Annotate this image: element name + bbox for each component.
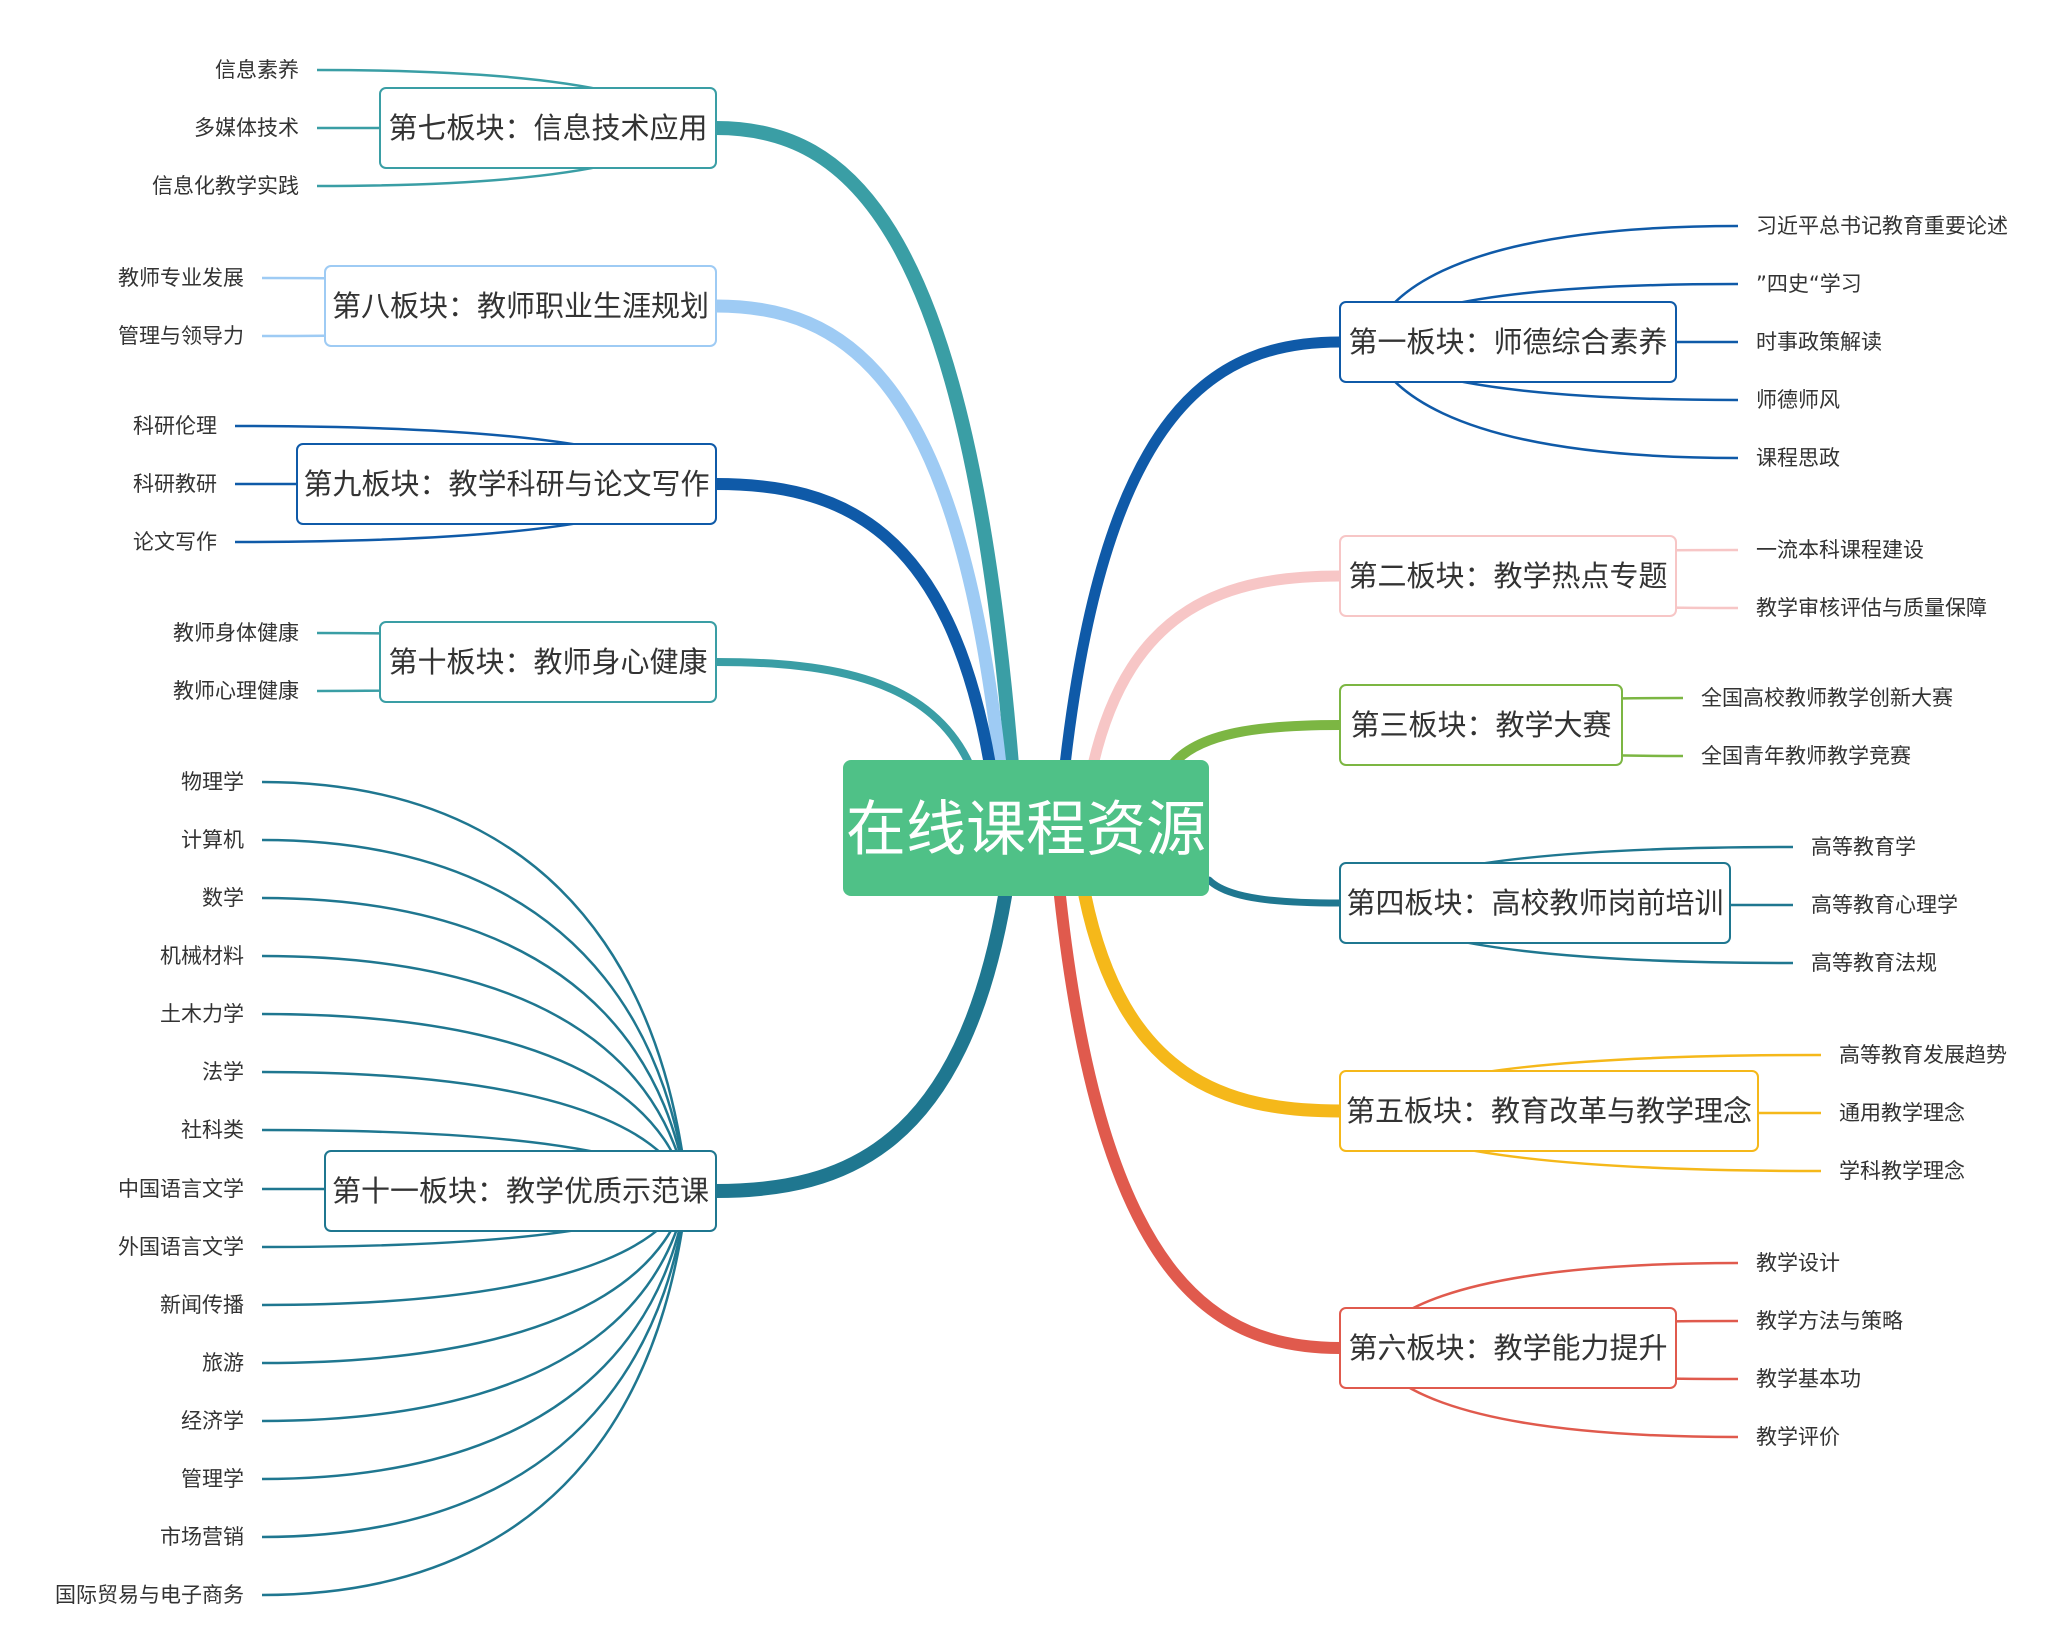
branch-node-b8[interactable]: 第八板块：教师职业生涯规划 (324, 265, 717, 347)
leaf-label[interactable]: 物理学 (181, 770, 244, 794)
leaf-label[interactable]: 科研教研 (133, 472, 217, 496)
branch-box (379, 87, 717, 169)
leaf-label[interactable]: 市场营销 (160, 1525, 244, 1549)
branch-connectors (709, 121, 1347, 1354)
leaf-label[interactable]: 教师心理健康 (173, 679, 299, 703)
leaf-label[interactable]: 一流本科课程建设 (1756, 538, 1924, 562)
leaf-label[interactable]: 教师专业发展 (118, 266, 244, 290)
leaf-label[interactable]: 新闻传播 (160, 1293, 244, 1317)
leaf-label[interactable]: 论文写作 (133, 530, 217, 554)
branch-box (1339, 1070, 1759, 1152)
leaf-label[interactable]: 机械材料 (160, 944, 244, 968)
branch-label: 第七板块：信息技术应用 (388, 111, 707, 145)
branch-label: 第八板块：教师职业生涯规划 (332, 289, 709, 323)
leaf-label[interactable]: 管理与领导力 (118, 324, 244, 348)
leaf-label[interactable]: 经济学 (181, 1409, 244, 1433)
leaf-label[interactable]: 中国语言文学 (118, 1177, 244, 1201)
branch-box (1339, 301, 1677, 383)
leaf-label[interactable]: 课程思政 (1756, 446, 1840, 470)
leaf-label[interactable]: 高等教育发展趋势 (1839, 1043, 2007, 1067)
branch-box (1339, 1307, 1677, 1389)
branch-connector-b3 (1165, 720, 1345, 773)
leaf-label[interactable]: 学科教学理念 (1839, 1159, 1965, 1183)
branch-box (1339, 535, 1677, 617)
branch-connector-b10 (712, 658, 976, 774)
root-node[interactable]: 在线课程资源 (843, 760, 1209, 896)
branch-box (324, 265, 717, 347)
branch-node-b10[interactable]: 第十板块：教师身心健康 (379, 621, 717, 703)
leaf-connector (261, 1189, 692, 1481)
leaf-label[interactable]: 教学评价 (1756, 1425, 1840, 1449)
branch-node-b9[interactable]: 第九板块：教学科研与论文写作 (296, 443, 717, 525)
leaf-label[interactable]: 数学 (202, 886, 244, 910)
branch-box (324, 1150, 717, 1232)
branch-connector-b4 (1205, 876, 1344, 907)
leaf-label[interactable]: 土木力学 (160, 1002, 244, 1026)
leaf-label[interactable]: 社科类 (181, 1118, 244, 1142)
leaf-label[interactable]: 高等教育心理学 (1811, 893, 1958, 917)
leaf-label[interactable]: 国际贸易与电子商务 (55, 1583, 244, 1607)
branch-label: 第六板块：教学能力提升 (1348, 1331, 1667, 1365)
leaf-connector (261, 896, 692, 1193)
leaf-nodes: 习近平总书记教育重要论述 ”四史“学习时事政策解读师德师风课程思政一流本科课程建设… (55, 58, 2008, 1607)
leaf-label[interactable]: 全国青年教师教学竞赛 (1701, 744, 1911, 768)
leaf-label[interactable]: 高等教育学 (1811, 835, 1916, 859)
branch-label: 第四板块：高校教师岗前培训 (1346, 886, 1723, 920)
leaf-label[interactable]: 高等教育法规 (1811, 951, 1937, 975)
leaf-label[interactable]: 教学设计 (1756, 1251, 1840, 1275)
branch-node-b3[interactable]: 第三板块：教学大赛 (1339, 684, 1623, 766)
branch-box (379, 621, 717, 703)
leaf-connector (261, 1189, 692, 1539)
leaf-label[interactable]: 全国高校教师教学创新大赛 (1701, 686, 1953, 710)
branch-box (296, 443, 717, 525)
leaf-label[interactable]: 外国语言文学 (118, 1235, 244, 1259)
leaf-label[interactable]: 教师身体健康 (173, 621, 299, 645)
leaf-label[interactable]: 信息化教学实践 (152, 174, 299, 198)
leaf-label[interactable]: 管理学 (181, 1467, 244, 1491)
leaf-label[interactable]: 教学基本功 (1756, 1367, 1861, 1391)
branch-connector-b8 (709, 299, 1007, 772)
leaf-label[interactable]: 时事政策解读 (1756, 330, 1882, 354)
branch-connector-b5 (1078, 889, 1347, 1118)
branch-node-b2[interactable]: 第二板块：教学热点专题 (1339, 535, 1677, 617)
leaf-label[interactable]: 科研伦理 (133, 414, 217, 438)
leaf-label[interactable]: 多媒体技术 (194, 116, 299, 140)
branch-connector-b7 (709, 121, 1019, 772)
branch-node-b7[interactable]: 第七板块：信息技术应用 (379, 87, 717, 169)
leaf-label[interactable]: 旅游 (202, 1351, 244, 1375)
root-box (843, 760, 1209, 896)
leaf-label[interactable]: 习近平总书记教育重要论述 (1756, 214, 2008, 238)
leaf-label[interactable]: ”四史“学习 (1756, 272, 1862, 296)
leaf-label[interactable]: 教学审核评估与质量保障 (1756, 596, 1987, 620)
branch-label: 第一板块：师德综合素养 (1348, 325, 1667, 359)
branch-box (1339, 862, 1731, 944)
leaf-label[interactable]: 通用教学理念 (1839, 1101, 1965, 1125)
branch-label: 第五板块：教育改革与教学理念 (1346, 1094, 1752, 1128)
branch-connector-b9 (710, 478, 996, 771)
branch-connector-b6 (1054, 890, 1346, 1354)
branch-label: 第十板块：教师身心健康 (388, 645, 707, 679)
branch-connector-b11 (709, 889, 1012, 1198)
branch-label: 第十一板块：教学优质示范课 (332, 1174, 709, 1208)
branch-nodes: 第一板块：师德综合素养第二板块：教学热点专题第三板块：教学大赛第四板块：高校教师… (296, 87, 1759, 1389)
branch-connector-b1 (1059, 336, 1346, 771)
leaf-label[interactable]: 信息素养 (215, 58, 299, 82)
branch-node-b6[interactable]: 第六板块：教学能力提升 (1339, 1307, 1677, 1389)
branch-node-b5[interactable]: 第五板块：教育改革与教学理念 (1339, 1070, 1759, 1152)
branch-label: 第二板块：教学热点专题 (1348, 559, 1667, 593)
leaf-label[interactable]: 教学方法与策略 (1756, 1309, 1903, 1333)
branch-node-b1[interactable]: 第一板块：师德综合素养 (1339, 301, 1677, 383)
branch-box (1339, 684, 1623, 766)
leaf-label[interactable]: 计算机 (181, 828, 244, 852)
leaf-label[interactable]: 法学 (202, 1060, 244, 1084)
branch-connector-b2 (1087, 570, 1346, 771)
branch-label: 第三板块：教学大赛 (1350, 708, 1611, 742)
branch-label: 第九板块：教学科研与论文写作 (303, 467, 709, 501)
branch-node-b4[interactable]: 第四板块：高校教师岗前培训 (1339, 862, 1731, 944)
leaf-label[interactable]: 师德师风 (1756, 388, 1840, 412)
root-label: 在线课程资源 (846, 795, 1206, 865)
branch-node-b11[interactable]: 第十一板块：教学优质示范课 (324, 1150, 717, 1232)
